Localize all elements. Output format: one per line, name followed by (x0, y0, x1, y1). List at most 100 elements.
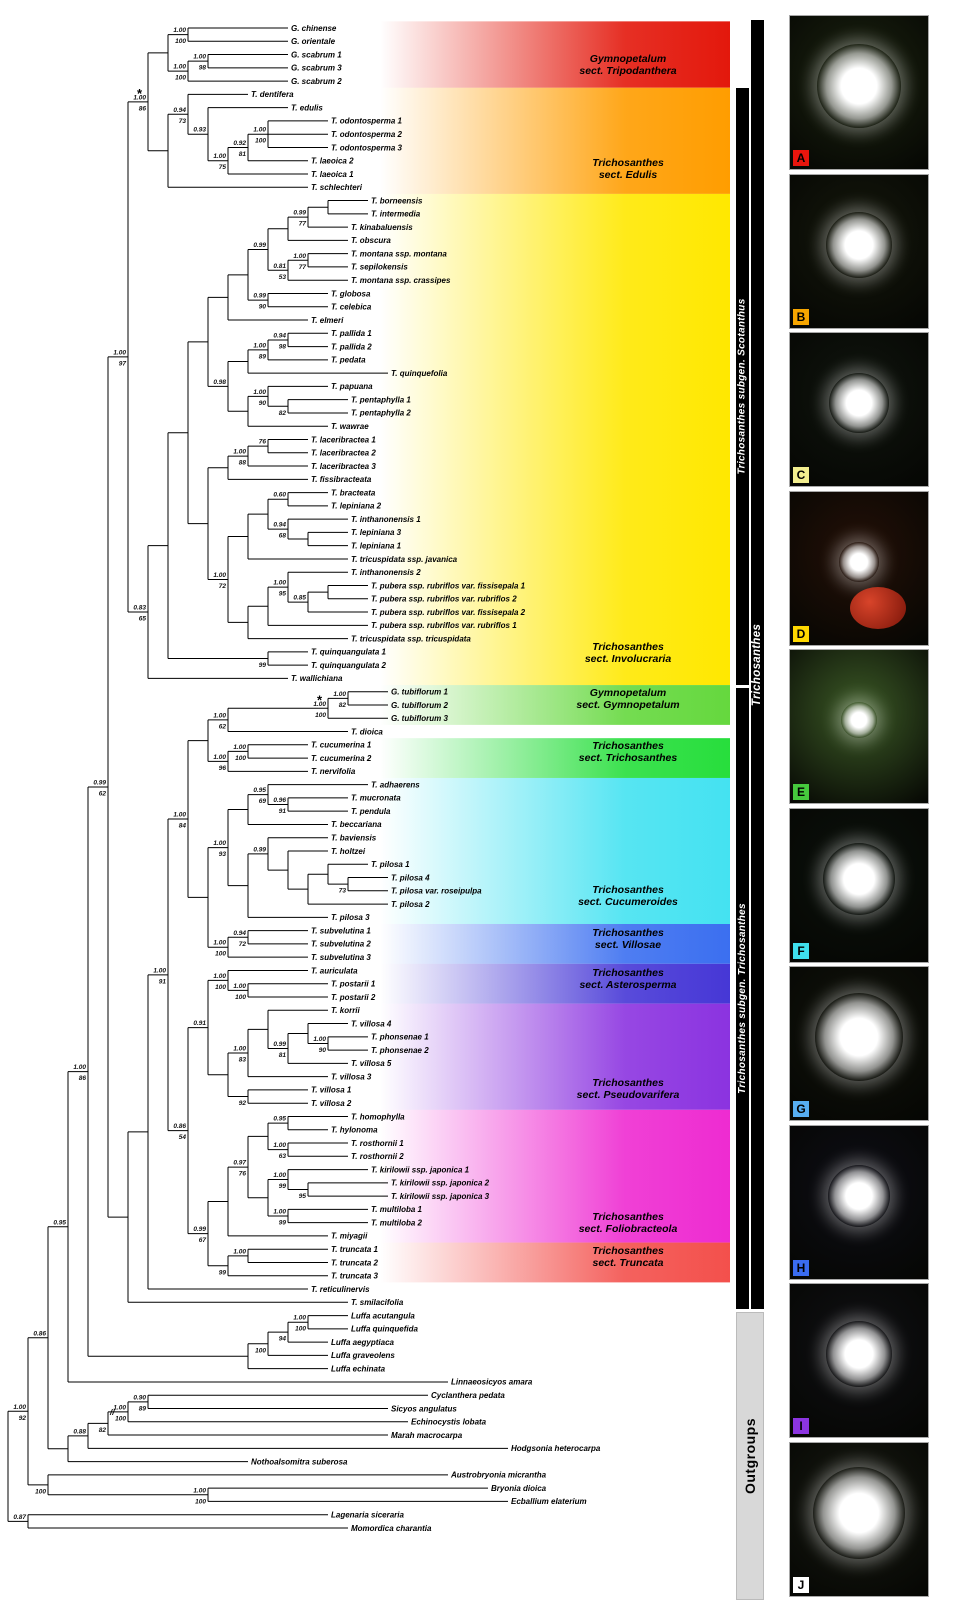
bar-outgroups: Outgroups (736, 1312, 764, 1600)
tip-label: T. pentaphylla 1 (351, 395, 411, 404)
flower-image (815, 993, 903, 1082)
tip-label: T. elmeri (311, 316, 344, 325)
tip-label: T. truncata 2 (331, 1258, 379, 1267)
support-bootstrap: 67 (199, 1237, 207, 1244)
support-bootstrap: 100 (295, 1326, 306, 1333)
tip-label: T. homophylla (351, 1112, 405, 1121)
photo-letter-badge: B (793, 308, 809, 325)
flower-image (823, 842, 895, 915)
support-bootstrap: 100 (215, 984, 226, 991)
support-posterior: 1.00 (213, 840, 226, 847)
tip-label: T. pubera ssp. rubriflos var. fissisepal… (371, 581, 526, 590)
tree-text: 1.00920.860.951.00860.99621.00971.0086*1… (13, 24, 679, 1533)
support-posterior: 1.00 (113, 349, 126, 356)
support-posterior: 0.95 (53, 1219, 66, 1226)
support-bootstrap: 72 (239, 941, 247, 948)
tip-label: T. laceribractea 3 (311, 462, 376, 471)
support-bootstrap: 82 (99, 1427, 107, 1434)
tip-label: T. postarii 2 (331, 993, 376, 1002)
tip-label: Nothoalsomitra suberosa (251, 1457, 348, 1466)
support-bootstrap: 77 (299, 221, 307, 228)
tip-label: Momordica charantia (351, 1524, 432, 1533)
support-bootstrap: 100 (215, 951, 226, 958)
support-posterior: 1.00 (313, 1036, 326, 1043)
support-posterior: 0.86 (33, 1330, 46, 1337)
flower-image (839, 541, 879, 582)
support-bootstrap: 100 (35, 1488, 46, 1495)
support-posterior: 1.00 (273, 1142, 286, 1149)
support-bootstrap: 94 (279, 1336, 287, 1343)
support-posterior: 1.00 (213, 973, 226, 980)
tip-label: T. lepiniana 3 (351, 528, 402, 537)
tip-label: T. kirilowii ssp. japonica 3 (391, 1192, 490, 1201)
support-bootstrap: 88 (239, 460, 247, 467)
support-bootstrap: 84 (179, 823, 187, 830)
tip-label: T. tricuspidata ssp. javanica (351, 555, 458, 564)
support-bootstrap: 89 (139, 1405, 147, 1412)
tip-label: T. papuana (331, 382, 373, 391)
tip-label: T. dentifera (251, 90, 294, 99)
tip-label: T. subvelutina 2 (311, 940, 371, 949)
section-band (380, 1109, 730, 1243)
support-posterior: 1.00 (193, 1487, 206, 1494)
tip-label: T. holtzei (331, 847, 366, 856)
support-bootstrap: 73 (339, 888, 347, 895)
bar-subgen-trichosanthes-label: Trichosanthes subgen. Trichosanthes (737, 903, 749, 1094)
tip-label: T. hylonoma (331, 1126, 378, 1135)
support-bootstrap: 100 (235, 755, 246, 762)
support-posterior: 0.95 (273, 1116, 286, 1123)
tip-label: Luffa echinata (331, 1364, 386, 1373)
flower-image (829, 373, 889, 434)
support-bootstrap: 93 (219, 851, 227, 858)
tip-label: T. villosa 3 (331, 1072, 372, 1081)
section-band (380, 21, 730, 88)
tip-label: Luffa quinquefida (351, 1325, 419, 1334)
section-band (380, 923, 730, 964)
tip-label: T. intermedia (371, 210, 421, 219)
flower-image (828, 1164, 890, 1227)
section-band (380, 87, 730, 194)
tip-label: G. chinense (291, 24, 337, 33)
tip-label: T. wawrae (331, 422, 369, 431)
tip-label: T. pilosa 2 (391, 900, 430, 909)
flower-image (826, 1321, 892, 1388)
tip-label: T. inthanonensis 2 (351, 568, 421, 577)
tip-label: T. bracteata (331, 488, 376, 497)
bar-genus-trichosanthes-label: Trichosanthes (751, 623, 764, 706)
tip-label: Luffa acutangula (351, 1311, 415, 1320)
support-bootstrap: 95 (299, 1193, 307, 1200)
tip-label: T. dioica (351, 727, 383, 736)
bar-outgroups-label: Outgroups (742, 1417, 759, 1495)
tip-label: T. phonsenae 1 (371, 1033, 429, 1042)
tip-label: T. laceribractea 2 (311, 449, 376, 458)
tip-label: T. borneensis (371, 196, 423, 205)
support-posterior: 0.94 (233, 930, 246, 937)
tip-label: T. korrii (331, 1006, 361, 1015)
tip-label: T. laeoica 1 (311, 170, 354, 179)
tip-label: T. pubera ssp. rubriflos var. rubriflos … (371, 621, 517, 630)
support-posterior: 1.00 (313, 701, 326, 708)
support-posterior: 0.94 (173, 107, 186, 114)
support-bootstrap: 90 (259, 304, 267, 311)
support-bootstrap: 86 (79, 1075, 87, 1082)
tip-label: T. pilosa 1 (371, 860, 410, 869)
support-posterior: 1.00 (133, 94, 146, 101)
tip-label: Luffa aegyptiaca (331, 1338, 395, 1347)
support-bootstrap: 95 (279, 591, 287, 598)
tip-label: T. pentaphylla 2 (351, 409, 411, 418)
photo-letter-badge: C (793, 467, 809, 483)
support-bootstrap: 65 (139, 616, 147, 623)
section-band (380, 1242, 730, 1283)
support-posterior: 1.00 (293, 1315, 306, 1322)
support-bootstrap: 77 (299, 264, 307, 271)
tip-label: T. lepiniana 1 (351, 541, 402, 550)
support-posterior: 1.00 (173, 27, 186, 34)
tip-label: T. wallichiana (291, 674, 343, 683)
support-bootstrap: 90 (259, 400, 267, 407)
tip-label: T. postarii 1 (331, 980, 376, 989)
tip-label: T. sepilokensis (351, 263, 408, 272)
support-posterior: 1.00 (273, 580, 286, 587)
